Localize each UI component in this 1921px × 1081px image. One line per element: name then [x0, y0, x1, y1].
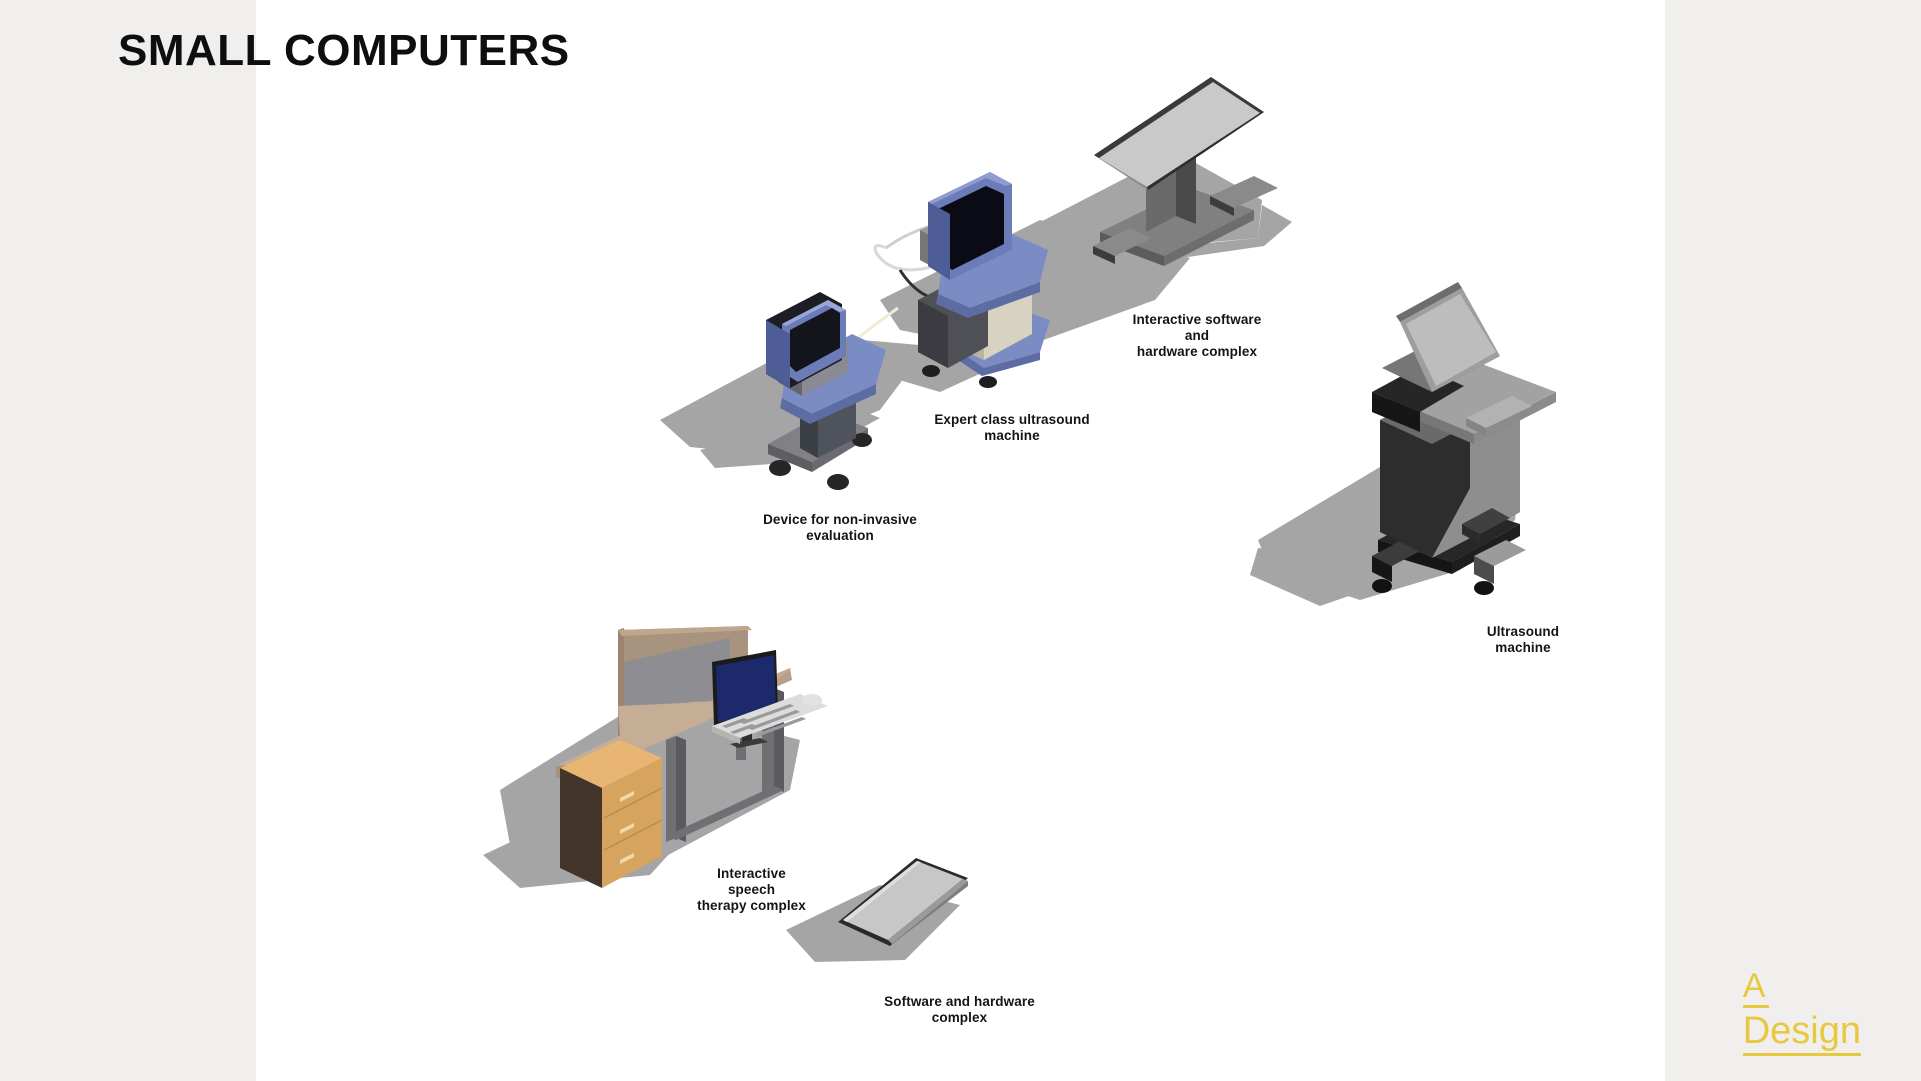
brand-logo-a: A [1742, 969, 1769, 1008]
object-interactive-speech-therapy-complex[interactable] [556, 626, 828, 888]
object-interactive-software-hardware-complex[interactable] [1093, 77, 1278, 266]
caption-line-1: Interactive speech [717, 866, 786, 897]
caption-interactive-speech-therapy-complex: Interactive speech therapy complex [694, 866, 809, 914]
caption-line-2: hardware complex [1136, 343, 1258, 359]
caption-ultrasound-machine: Ultrasound machine [1486, 624, 1560, 655]
caption-software-and-hardware-complex: Software and hardware complex [884, 994, 1035, 1025]
caption-interactive-software-hardware-complex: Interactive software and hardware comple… [1122, 312, 1272, 360]
object-ultrasound-machine[interactable] [1372, 282, 1556, 595]
brand-logo-design: Design [1742, 1012, 1861, 1056]
object-device-for-non-invasive-evaluation[interactable] [766, 292, 899, 490]
page-title: SMALL COMPUTERS [118, 26, 570, 75]
caption-device-for-non-invasive-evaluation: Device for non-invasive evaluation [763, 512, 917, 543]
caption-expert-class-ultrasound-machine: Expert class ultrasound machine [934, 412, 1090, 443]
object-expert-class-ultrasound-machine[interactable] [873, 172, 1050, 388]
brand-logo[interactable]: A Design [1742, 969, 1861, 1056]
object-software-and-hardware-complex[interactable] [838, 858, 968, 946]
caption-line-2: therapy complex [697, 897, 806, 913]
caption-line-1: Interactive software and [1132, 312, 1262, 343]
